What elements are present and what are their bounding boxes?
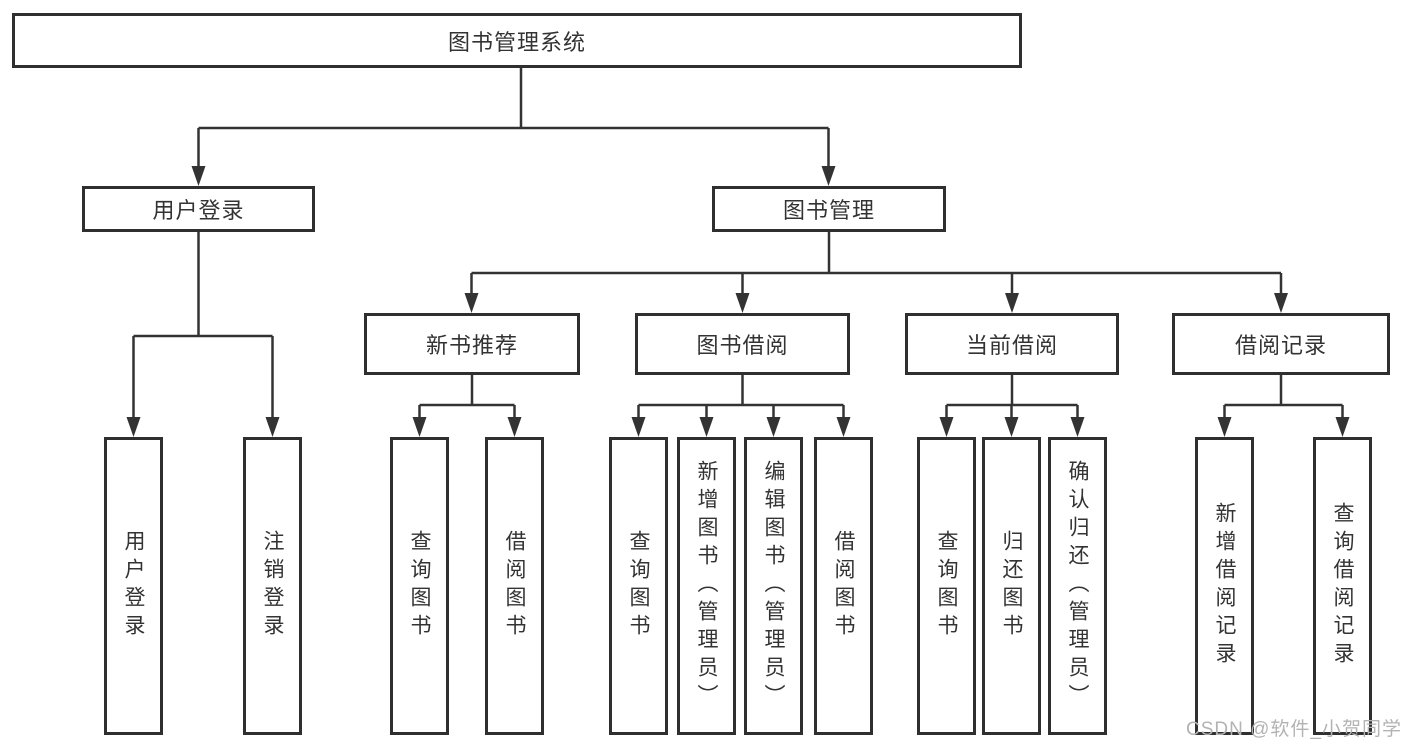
arrowhead	[507, 417, 522, 437]
arrowhead	[1335, 417, 1350, 437]
arrowhead	[1005, 293, 1019, 313]
arrowhead	[1004, 417, 1019, 437]
connector-borrow-records-branch	[1223, 375, 1344, 431]
node-book-borrowing: 图书借阅	[635, 313, 850, 375]
node-user-login: 用户登录	[82, 186, 315, 232]
arrowhead	[1070, 417, 1085, 437]
arrowhead	[939, 417, 954, 437]
leaf-edit-books-admin-label: 编辑图书（管理员）	[762, 460, 786, 712]
arrowhead	[191, 166, 206, 186]
leaf-add-borrow-record: 新增借阅记录	[1195, 437, 1254, 735]
arrowhead	[699, 417, 714, 437]
leaf-borrow-books: 借阅图书	[814, 437, 873, 735]
arrowhead	[1217, 417, 1232, 437]
leaf-search-books-recommend-label: 查询图书	[408, 530, 432, 642]
arrowhead	[836, 417, 851, 437]
connector-new-book-branch	[418, 375, 516, 431]
connector-book-management-branch	[470, 232, 1283, 307]
leaf-logout: 注销登录	[243, 437, 302, 735]
watermark: CSDN @软件_小贺同学	[1186, 719, 1402, 740]
connector-book-borrowing-branch	[637, 375, 845, 431]
arrowhead	[464, 293, 479, 313]
leaf-add-books-admin: 新增图书（管理员）	[677, 437, 736, 735]
leaf-confirm-return-admin-label: 确认归还（管理员）	[1066, 460, 1090, 712]
arrowhead	[766, 417, 781, 437]
node-borrowing-records: 借阅记录	[1172, 313, 1390, 375]
leaf-search-books-recommend: 查询图书	[390, 437, 449, 735]
connector-user-login-branch	[132, 232, 274, 431]
leaf-logout-label: 注销登录	[261, 530, 285, 642]
arrowhead	[126, 417, 141, 437]
node-book-management: 图书管理	[712, 186, 946, 232]
leaf-search-borrow-record-label: 查询借阅记录	[1331, 502, 1355, 670]
leaf-add-books-admin-label: 新增图书（管理员）	[695, 460, 719, 712]
leaf-borrow-books-recommend: 借阅图书	[485, 437, 544, 735]
leaf-user-login-label: 用户登录	[122, 530, 146, 642]
node-new-book-recommendation: 新书推荐	[364, 313, 580, 375]
arrowhead	[1274, 293, 1288, 313]
leaf-borrow-books-label: 借阅图书	[832, 530, 856, 642]
arrowhead	[735, 293, 750, 313]
node-library-management-system: 图书管理系统	[12, 13, 1022, 68]
leaf-search-books-borrowing-label: 查询图书	[627, 530, 651, 642]
leaf-search-borrow-record: 查询借阅记录	[1313, 437, 1372, 735]
arrowhead	[412, 417, 427, 437]
leaf-return-books: 归还图书	[982, 437, 1041, 735]
connector-root-to-level2	[197, 68, 830, 180]
connector-current-borrowing-branch	[945, 375, 1079, 431]
leaf-search-books-current-label: 查询图书	[935, 530, 959, 642]
leaf-edit-books-admin: 编辑图书（管理员）	[744, 437, 803, 735]
leaf-borrow-books-recommend-label: 借阅图书	[503, 530, 527, 642]
arrowhead	[265, 417, 280, 437]
node-current-borrowing: 当前借阅	[905, 313, 1119, 375]
leaf-search-books-borrowing: 查询图书	[609, 437, 668, 735]
arrowhead	[821, 166, 836, 186]
leaf-confirm-return-admin: 确认归还（管理员）	[1048, 437, 1107, 735]
arrowhead	[631, 417, 646, 437]
leaf-return-books-label: 归还图书	[1000, 530, 1024, 642]
leaf-add-borrow-record-label: 新增借阅记录	[1213, 502, 1237, 670]
leaf-user-login: 用户登录	[104, 437, 163, 735]
leaf-search-books-current: 查询图书	[917, 437, 976, 735]
